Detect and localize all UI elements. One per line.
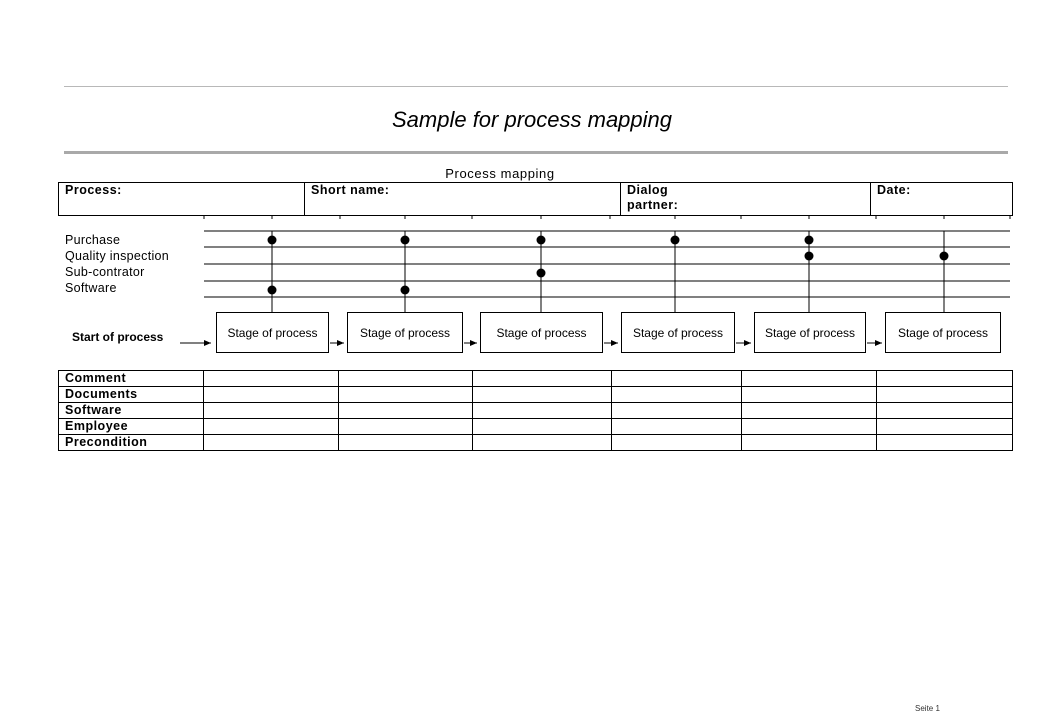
row-label-documents: Documents xyxy=(58,386,204,403)
role-dot xyxy=(536,268,546,278)
comment-cell[interactable] xyxy=(472,370,612,387)
stage-info-table: Comment Documents Software Employee Prec… xyxy=(58,370,1013,451)
software-cell[interactable] xyxy=(741,402,877,419)
row-label-comment: Comment xyxy=(58,370,204,387)
software-cell[interactable] xyxy=(876,402,1013,419)
software-cell[interactable] xyxy=(338,402,473,419)
date-field[interactable]: Date: xyxy=(870,182,1013,216)
row-label-precondition: Precondition xyxy=(58,434,204,451)
row-label-software: Software xyxy=(58,402,204,419)
role-dot xyxy=(400,235,410,245)
table-row: Comment xyxy=(58,370,1013,387)
page-number: Seite 1 xyxy=(915,704,940,713)
role-dot xyxy=(804,251,814,261)
stage-box-3[interactable]: Stage of process xyxy=(480,312,603,353)
employee-cell[interactable] xyxy=(203,418,339,435)
employee-cell[interactable] xyxy=(876,418,1013,435)
table-row: Software xyxy=(58,402,1013,419)
start-of-process-label: Start of process xyxy=(72,330,164,344)
role-label-purchase: Purchase xyxy=(65,233,121,247)
precondition-cell[interactable] xyxy=(876,434,1013,451)
software-cell[interactable] xyxy=(203,402,339,419)
table-row: Employee xyxy=(58,418,1013,435)
role-label-quality-inspection: Quality inspection xyxy=(65,249,170,263)
stage-box-6[interactable]: Stage of process xyxy=(885,312,1001,353)
page-title: Sample for process mapping xyxy=(391,107,673,132)
table-row: Documents xyxy=(58,386,1013,403)
stage-box-1[interactable]: Stage of process xyxy=(216,312,329,353)
comment-cell[interactable] xyxy=(741,370,877,387)
short-name-field[interactable]: Short name: xyxy=(304,182,621,216)
stage-box-4[interactable]: Stage of process xyxy=(621,312,735,353)
role-dot xyxy=(804,235,814,245)
software-cell[interactable] xyxy=(611,402,742,419)
role-dot xyxy=(939,251,949,261)
documents-cell[interactable] xyxy=(472,386,612,403)
documents-cell[interactable] xyxy=(741,386,877,403)
precondition-cell[interactable] xyxy=(338,434,473,451)
employee-cell[interactable] xyxy=(611,418,742,435)
comment-cell[interactable] xyxy=(203,370,339,387)
software-cell[interactable] xyxy=(472,402,612,419)
precondition-cell[interactable] xyxy=(203,434,339,451)
row-label-employee: Employee xyxy=(58,418,204,435)
documents-cell[interactable] xyxy=(203,386,339,403)
process-field[interactable]: Process: xyxy=(58,182,305,216)
comment-cell[interactable] xyxy=(611,370,742,387)
table-row: Precondition xyxy=(58,434,1013,451)
precondition-cell[interactable] xyxy=(741,434,877,451)
role-dot xyxy=(536,235,546,245)
stage-box-2[interactable]: Stage of process xyxy=(347,312,463,353)
documents-cell[interactable] xyxy=(338,386,473,403)
employee-cell[interactable] xyxy=(741,418,877,435)
comment-cell[interactable] xyxy=(876,370,1013,387)
precondition-cell[interactable] xyxy=(472,434,612,451)
role-label-sub-contractor: Sub-contrator xyxy=(65,265,145,279)
precondition-cell[interactable] xyxy=(611,434,742,451)
title-divider xyxy=(64,151,1008,154)
role-label-software: Software xyxy=(65,281,117,295)
role-dot xyxy=(400,285,410,295)
comment-cell[interactable] xyxy=(338,370,473,387)
diagram-heading: Process mapping xyxy=(445,166,555,181)
role-dot xyxy=(267,285,277,295)
stage-box-5[interactable]: Stage of process xyxy=(754,312,866,353)
role-dot xyxy=(670,235,680,245)
role-dot xyxy=(267,235,277,245)
employee-cell[interactable] xyxy=(472,418,612,435)
top-divider xyxy=(64,86,1008,87)
documents-cell[interactable] xyxy=(876,386,1013,403)
documents-cell[interactable] xyxy=(611,386,742,403)
employee-cell[interactable] xyxy=(338,418,473,435)
